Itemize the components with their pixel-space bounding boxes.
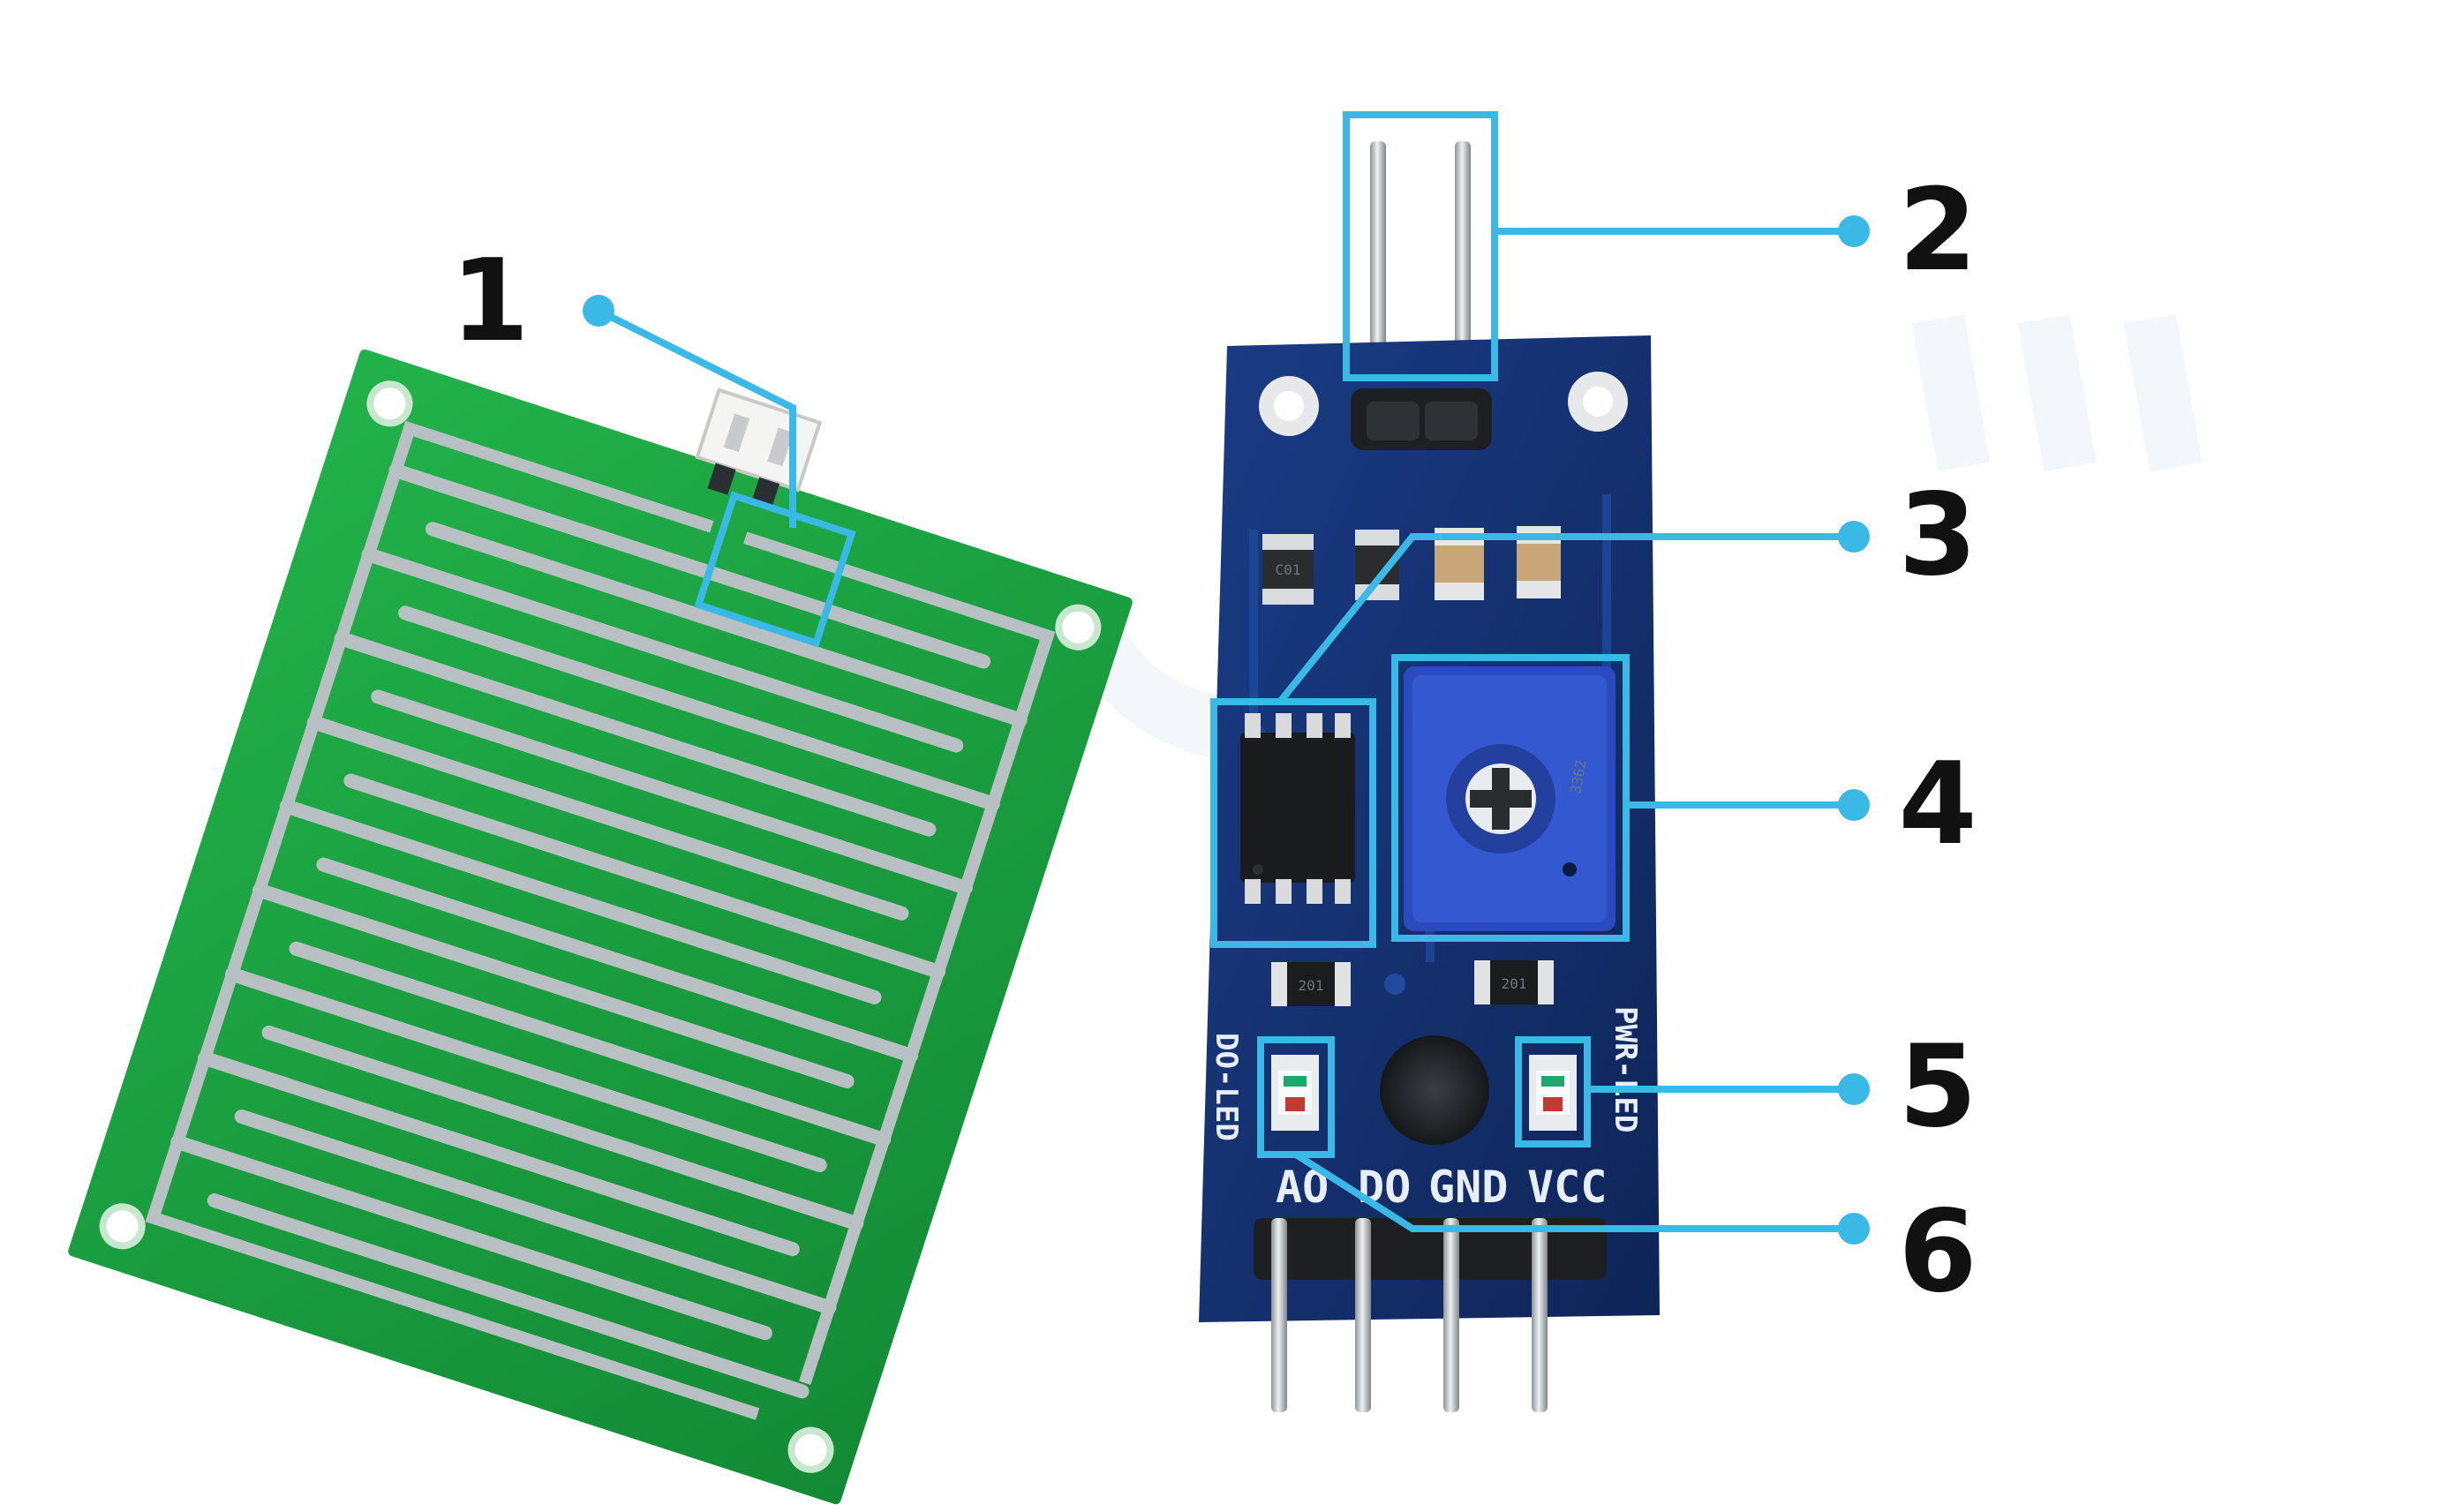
sensor-comb-finger (334, 631, 937, 837)
pwr-led-label: PWR-LED (1608, 1006, 1643, 1132)
sensor-comb-finger (361, 547, 964, 753)
callout-6 (1257, 1036, 1870, 1245)
callouts (583, 111, 1870, 1245)
callout-numbers: 1 2 3 4 5 6 (450, 165, 1977, 1318)
callout-2 (1343, 111, 1870, 381)
potentiometer: 3362 (1404, 666, 1616, 931)
pwr-led (1529, 1055, 1577, 1131)
pin-label-do: DO (1358, 1162, 1411, 1213)
resistor-right: 201 (1474, 960, 1554, 1004)
callout-5 (1515, 1036, 1870, 1147)
sensor-comb-finger (279, 799, 882, 1004)
callout-2-box (1343, 111, 1498, 381)
mounting-hole (1055, 604, 1102, 651)
sensor-comb-finger (388, 463, 991, 669)
mounting-hole (99, 1203, 146, 1250)
sensor-comb-finger (398, 606, 1000, 811)
callout-number-6: 6 (1898, 1186, 1977, 1318)
callout-number-1: 1 (450, 236, 529, 367)
callout-3-box (1210, 698, 1376, 948)
sensor-comb-finger (170, 1134, 772, 1341)
sensor-comb-finger (207, 1193, 810, 1399)
pin-labels: AO DO GND VCC (1276, 1162, 1607, 1213)
sensor-comb-finger (261, 1025, 864, 1231)
callout-number-3: 3 (1898, 470, 1977, 601)
probe-header-pins (1370, 141, 1471, 406)
callout-4-box (1391, 654, 1630, 942)
resistor-left: 201 (1271, 962, 1351, 1006)
sensor-comb-finger (306, 715, 909, 921)
resistor-marking: 201 (1299, 977, 1324, 994)
sensor-comb-finger (425, 522, 1028, 727)
mounting-hole (787, 1426, 834, 1473)
pin-label-vcc: VCC (1527, 1162, 1607, 1213)
resistor-marking: 201 (1502, 975, 1527, 992)
do-led (1271, 1055, 1319, 1131)
sensor-comb-finger (371, 689, 973, 895)
comparator-module: C01 (1199, 141, 1660, 1412)
sensor-comb-finger (316, 857, 919, 1063)
capacitor-marking: C01 (1276, 561, 1301, 578)
sensor-comb-finger (234, 1109, 837, 1315)
callout-number-4: 4 (1898, 739, 1977, 870)
sensor-comb-finger (252, 883, 855, 1088)
callout-number-5: 5 (1898, 1021, 1977, 1153)
output-header (1254, 1218, 1607, 1412)
comparator-ic (1240, 713, 1355, 904)
sensor-comb-finger (289, 941, 892, 1147)
callout-3 (1210, 521, 1870, 948)
sensor-comb-traces (145, 420, 1056, 1420)
sensor-comb-finger (198, 1050, 800, 1257)
callout-4 (1391, 654, 1870, 942)
center-hole (1380, 1035, 1489, 1145)
pin-label-gnd: GND (1428, 1162, 1508, 1213)
sensor-comb-finger (343, 773, 946, 979)
sensor-comb-finger (224, 967, 827, 1173)
callout-number-2: 2 (1898, 165, 1977, 297)
do-led-label: DO-LED (1209, 1033, 1244, 1141)
callout-1 (583, 295, 856, 648)
rain-sensor-plate (68, 349, 1133, 1505)
sensor-frame-trace (145, 420, 760, 1420)
mounting-hole (366, 380, 413, 427)
